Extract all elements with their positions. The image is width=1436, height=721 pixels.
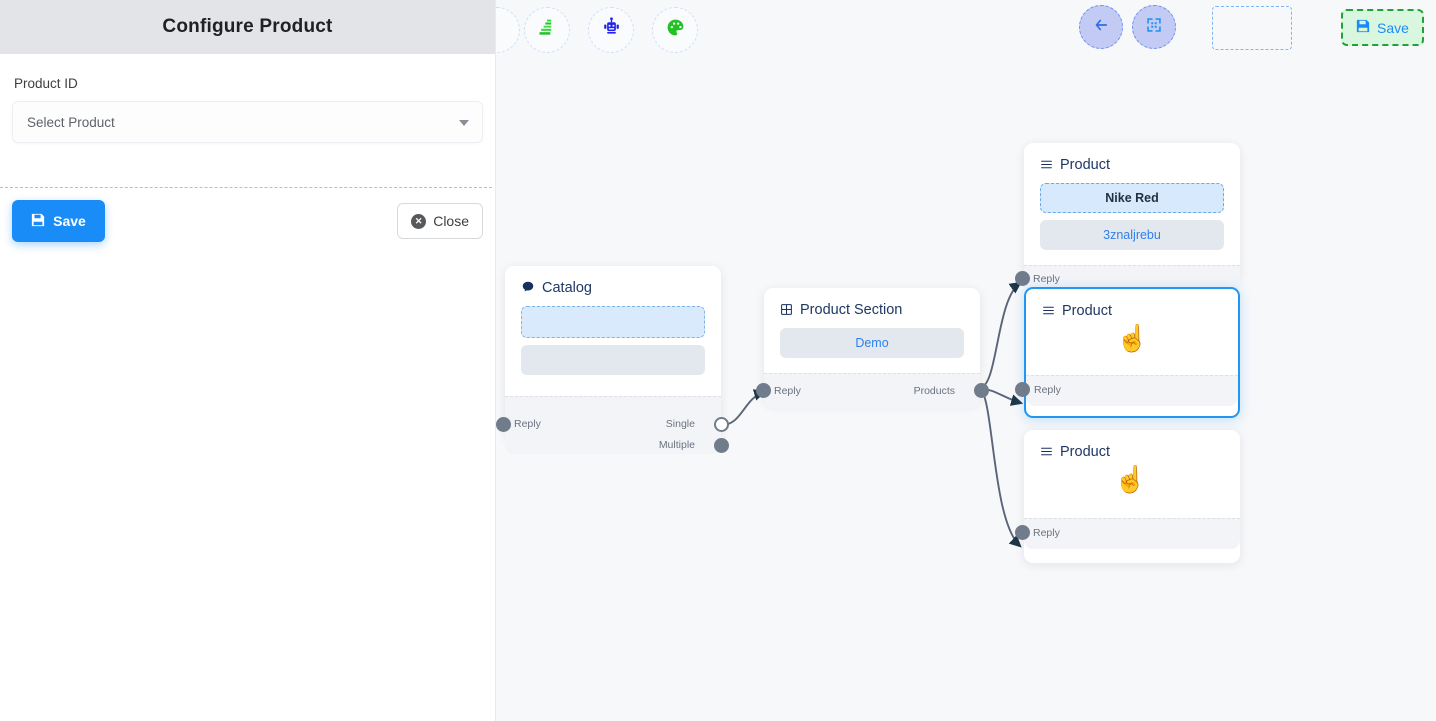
node-catalog[interactable]: Catalog Reply Single Multiple xyxy=(496,266,729,454)
panel-header: Configure Product xyxy=(0,0,495,54)
node-product-section[interactable]: Product Section Demo Reply Products xyxy=(756,288,989,408)
node-product-1-body: Nike Red 3znaljrebu xyxy=(1024,173,1240,265)
catalog-port-multiple-label: Multiple xyxy=(658,439,695,451)
product-2-port-reply-label: Reply xyxy=(1034,384,1061,396)
toolbar-button-layers[interactable] xyxy=(524,7,570,53)
product-1-port-reply-label: Reply xyxy=(1033,273,1060,285)
save-floppy-icon xyxy=(31,213,45,230)
product-select[interactable]: Select Product xyxy=(12,101,483,143)
node-product-section-title: Product Section xyxy=(800,302,903,318)
toolbar-button-hidden-left[interactable] xyxy=(496,7,520,53)
node-product-3-footer: Reply xyxy=(1015,518,1240,549)
product-1-item-0[interactable]: Nike Red xyxy=(1040,183,1224,213)
back-button[interactable] xyxy=(1079,5,1123,49)
panel-actions: Save ✕ Close xyxy=(0,200,495,242)
toolbar-button-bot[interactable] xyxy=(588,7,634,53)
pointing-hand-cursor-icon: ☝ xyxy=(1116,323,1149,353)
list-lines-icon xyxy=(1042,304,1055,319)
toolbar-button-palette[interactable] xyxy=(652,7,698,53)
node-product-2-body: ☝ xyxy=(1026,319,1238,375)
product-select-value: Select Product xyxy=(27,114,115,130)
close-circle-icon: ✕ xyxy=(411,213,427,229)
list-lines-icon xyxy=(1040,445,1053,460)
catalog-port-single-label: Single xyxy=(665,418,695,430)
product-1-item-1[interactable]: 3znaljrebu xyxy=(1040,220,1224,250)
node-product-2-title: Product xyxy=(1062,303,1112,319)
product-section-port-products-label: Products xyxy=(913,385,955,397)
node-catalog-title: Catalog xyxy=(542,280,592,296)
product-2-port-reply-dot[interactable] xyxy=(1015,382,1030,397)
panel-divider xyxy=(0,187,492,188)
node-catalog-footer: Reply Single Multiple xyxy=(496,396,729,454)
arrow-left-icon xyxy=(1092,16,1110,39)
node-product-2-footer: Reply xyxy=(1015,375,1238,406)
page-title: Configure Product xyxy=(162,16,333,37)
catalog-item-0[interactable] xyxy=(521,306,705,338)
node-product-1[interactable]: Product Nike Red 3znaljrebu Reply xyxy=(1015,143,1240,293)
flow-canvas[interactable]: Save xyxy=(496,0,1436,721)
robot-icon xyxy=(601,17,622,43)
product-section-item-demo[interactable]: Demo xyxy=(780,328,964,358)
node-product-section-footer: Reply Products xyxy=(756,373,989,408)
product-section-port-reply-dot[interactable] xyxy=(756,383,771,398)
save-button[interactable]: Save xyxy=(12,200,105,242)
palette-icon xyxy=(665,17,686,43)
close-button-label: Close xyxy=(433,213,469,229)
close-button[interactable]: ✕ Close xyxy=(397,203,483,239)
node-catalog-body xyxy=(505,296,721,396)
pointing-hand-cursor-icon: ☝ xyxy=(1114,464,1147,494)
catalog-port-single-dot[interactable] xyxy=(714,417,729,432)
layers-stack-icon xyxy=(537,18,557,43)
catalog-port-reply-dot[interactable] xyxy=(496,417,511,432)
fit-screen-button[interactable] xyxy=(1132,5,1176,49)
node-product-3[interactable]: Product ☝ Reply xyxy=(1015,430,1240,563)
product-id-label: Product ID xyxy=(14,76,78,91)
empty-slot-placeholder[interactable] xyxy=(1212,6,1292,50)
catalog-item-1[interactable] xyxy=(521,345,705,375)
node-product-3-title: Product xyxy=(1060,444,1110,460)
chevron-down-icon xyxy=(459,120,469,126)
product-3-port-reply-label: Reply xyxy=(1033,527,1060,539)
canvas-save-label: Save xyxy=(1377,19,1409,36)
node-product-2-header: Product xyxy=(1026,289,1238,319)
chat-bubble-icon xyxy=(521,280,535,296)
save-button-label: Save xyxy=(53,213,86,229)
node-product-2[interactable]: Product ☝ Reply xyxy=(1015,287,1240,418)
panel-body: Product ID Select Product xyxy=(0,54,495,143)
save-floppy-icon xyxy=(1356,19,1370,36)
node-catalog-header: Catalog xyxy=(505,266,721,296)
product-section-port-products-dot[interactable] xyxy=(974,383,989,398)
canvas-save-button[interactable]: Save xyxy=(1341,9,1424,46)
fit-screen-icon xyxy=(1145,16,1163,39)
list-lines-icon xyxy=(1040,158,1053,173)
configure-product-panel: Configure Product Product ID Select Prod… xyxy=(0,0,496,721)
product-1-port-reply-dot[interactable] xyxy=(1015,271,1030,286)
node-product-1-title: Product xyxy=(1060,157,1110,173)
product-3-port-reply-dot[interactable] xyxy=(1015,525,1030,540)
node-product-section-body: Demo xyxy=(764,318,980,373)
node-product-1-header: Product xyxy=(1024,143,1240,173)
node-product-section-header: Product Section xyxy=(764,288,980,318)
node-product-3-header: Product xyxy=(1024,430,1240,460)
catalog-port-multiple-dot[interactable] xyxy=(714,438,729,453)
grid-table-icon xyxy=(780,303,793,318)
node-product-3-body: ☝ xyxy=(1024,460,1240,518)
product-section-port-reply-label: Reply xyxy=(774,385,801,397)
catalog-port-reply-label: Reply xyxy=(514,418,541,430)
